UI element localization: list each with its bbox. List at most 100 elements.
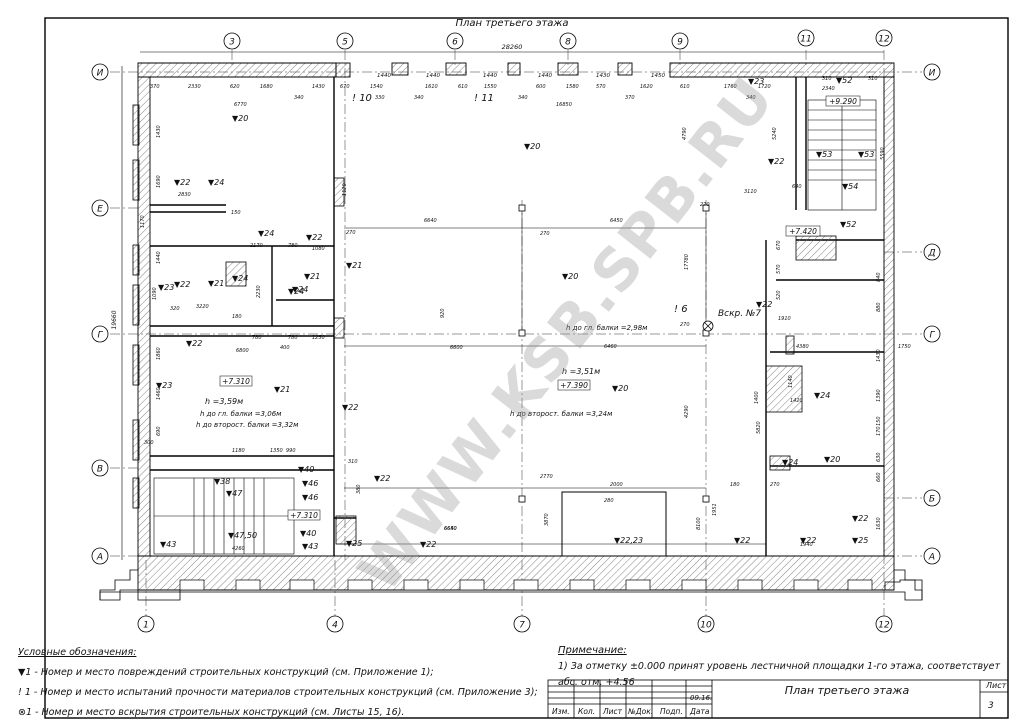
dim-label-40: 6600	[450, 345, 463, 351]
dim-label-65: 380	[356, 484, 362, 494]
dim-label-12: 2340	[822, 86, 835, 92]
inspection-marks: ! 10 ! 11 ! 6 Вскр. №7	[352, 93, 761, 332]
room-level-11: ▼21	[208, 279, 224, 288]
room-level-9: ▼24	[288, 287, 304, 296]
dim-label-59: 1951	[712, 503, 718, 516]
dim-label-3: 340	[518, 95, 528, 101]
svg-text:Д: Д	[927, 249, 935, 259]
svg-text:12: 12	[878, 35, 890, 45]
dim-label-19: 150	[231, 210, 241, 216]
room-level-46: ▼25	[852, 536, 868, 545]
stair-top-right	[807, 99, 877, 211]
dim-label-57: 3870	[544, 513, 550, 526]
dim-top2-16: 1720	[758, 84, 771, 90]
dim-label-84: 170	[876, 426, 882, 436]
svg-text:Е: Е	[97, 205, 103, 215]
dim-top1-2: 1440	[483, 73, 497, 79]
note: Примечание: 1) За отметку ±0.000 принят …	[558, 643, 1008, 691]
dim-label-0: 340	[294, 95, 304, 101]
dim-top1-5: 1450	[651, 73, 665, 79]
dim-label-27: 780	[288, 243, 298, 249]
svg-text:11: 11	[800, 35, 811, 45]
dim-label-10: 3110	[744, 189, 757, 195]
room-level-42: ▼24	[782, 458, 798, 467]
dim-label-7: 16850	[556, 102, 572, 108]
dim-label-52: 6640	[444, 526, 457, 532]
title-block-col-izm: Изм.	[552, 707, 570, 716]
svg-text:Г: Г	[97, 331, 103, 341]
test-exclamation-icon: !	[18, 687, 25, 698]
dim-label-70: 17780	[684, 254, 690, 270]
room-level-32: ▼20	[612, 384, 628, 393]
svg-text:Б: Б	[929, 495, 935, 505]
dim-label-31: 1090	[152, 287, 158, 300]
room-level-27: ▼22	[420, 540, 436, 549]
svg-text:Г: Г	[929, 331, 935, 341]
dim-label-2: 340	[414, 95, 424, 101]
dim-label-47: 1180	[232, 448, 245, 454]
svg-text:5: 5	[342, 38, 348, 48]
svg-text:7: 7	[519, 621, 525, 631]
room-level-33: ▼22	[768, 157, 784, 166]
dim-label-67: 1400	[754, 391, 760, 404]
dim-label-20: 1170	[140, 215, 146, 228]
left-wall-piers	[132, 104, 140, 509]
axis-bubble-left-Г: Г	[91, 325, 109, 343]
dim-label-1: 330	[375, 95, 385, 101]
dim-label-72: 840	[876, 272, 882, 282]
room-level-30: ▼20	[524, 142, 540, 151]
dim-top2-4: 1430	[312, 84, 325, 90]
axis-bubble-right-Б: Б	[923, 489, 941, 507]
dim-label-33: 320	[170, 306, 180, 312]
dim-label-77: 1120	[342, 183, 348, 196]
room-level-29: ▼22	[734, 536, 750, 545]
dim-label-68: 5820	[756, 421, 762, 434]
dim-label-29: 1440	[156, 251, 162, 264]
room-level-38: ▼54	[842, 182, 858, 191]
room-level-8: ▼21	[304, 272, 320, 281]
dim-top2-2: 620	[230, 84, 240, 90]
dim-label-83: 630	[876, 452, 882, 462]
axis-bubble-top-5: 5	[336, 32, 354, 50]
room-level-44: ▼22	[852, 514, 868, 523]
dim-label-54: 180	[730, 482, 740, 488]
dim-label-51: 310	[348, 459, 358, 465]
svg-text:19660: 19660	[111, 310, 118, 329]
room-level-17: ▼47	[226, 489, 243, 498]
axis-bubble-top-8: 8	[559, 32, 577, 50]
dim-label-78: 1910	[778, 316, 791, 322]
dim-label-48: 1350	[270, 448, 283, 454]
axis-bubble-right-И: И	[923, 63, 941, 81]
title-block-title: План третьего этажа	[784, 684, 910, 697]
svg-text:28260: 28260	[502, 43, 523, 51]
legend-item-opening: ⊗1 - Номер и место вскрытия строительных…	[18, 707, 405, 718]
dim-label-80: 1420	[790, 398, 803, 404]
room-level-markers: ▼20▼22▼24▼24▼22▼21▼24▼24▼21▼24▼22▼21▼23▼…	[156, 76, 874, 551]
opening-mark-icon	[702, 320, 714, 332]
foundation-outline	[99, 569, 138, 600]
dim-top2-0: 370	[150, 84, 160, 90]
axis-bubble-bottom-7: 7	[513, 615, 531, 633]
axis-bubble-top-11: 11	[797, 29, 815, 47]
dim-top2-15: 1760	[724, 84, 737, 90]
damage-triangle-icon: ▼	[18, 667, 26, 678]
dim-label-24: 270	[700, 202, 710, 208]
dim-top2-3: 1680	[260, 84, 273, 90]
axis-bubbles: 3 5 6 8 9 11 12 1 4 7 10 12 И Е Г В А И …	[91, 29, 941, 633]
svg-text:10: 10	[700, 621, 712, 631]
svg-text:9: 9	[677, 38, 683, 48]
room-level-45: ▼22	[800, 536, 816, 545]
dim-label-14: 310	[868, 76, 878, 82]
dim-label-64: 1630	[876, 517, 882, 530]
room-level-21: ▼47,50	[228, 531, 257, 540]
dim-top2-13: 1620	[640, 84, 653, 90]
dim-label-56: 2770	[540, 474, 553, 480]
svg-text:+7.420: +7.420	[789, 227, 817, 236]
room-level-26: ▼22	[374, 474, 390, 483]
dim-label-26: 2170	[250, 243, 263, 249]
room-level-19: ▼40	[298, 465, 314, 474]
title-block-col-list: Лист	[603, 707, 623, 716]
drawing-title: План третьего этажа	[455, 18, 568, 29]
room-level-6: ▼24	[232, 274, 248, 283]
